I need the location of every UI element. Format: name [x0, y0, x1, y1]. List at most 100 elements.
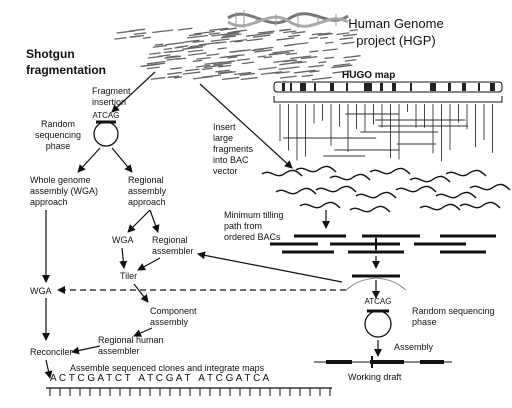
shotgun-fragment	[240, 76, 258, 81]
tiler: Tiler	[120, 271, 137, 281]
shotgun-fragment	[217, 70, 233, 74]
arrow-wga-to-tiler	[119, 247, 128, 269]
shotgun-fragment	[344, 59, 357, 62]
shotgun-fragment	[167, 75, 180, 79]
shotgun-fragment	[239, 72, 256, 76]
shotgun-fragment	[154, 43, 164, 46]
shotgun-fragment	[164, 55, 182, 59]
tiling-path	[270, 234, 496, 254]
shotgun-fragment	[209, 27, 229, 32]
regional-assembler-1: Regional	[152, 235, 188, 245]
shotgun-fragment	[220, 35, 236, 39]
shotgun-label-2: fragmentation	[26, 63, 106, 77]
shotgun-fragment	[331, 64, 353, 69]
shotgun-fragment	[278, 66, 300, 71]
bac-fragment	[315, 185, 357, 193]
sequence-ticks	[49, 388, 331, 396]
working-draft-bars	[314, 356, 452, 368]
bac-fragment	[445, 169, 487, 177]
min-tiling-2: path from	[224, 221, 262, 231]
insert-bac-3: fragments	[213, 144, 254, 154]
shotgun-fragment	[257, 55, 267, 58]
shotgun-fragment	[192, 40, 205, 44]
shotgun-fragment	[325, 41, 334, 44]
shotgun-fragments	[114, 27, 361, 81]
bac-fragment	[469, 183, 511, 191]
shotgun-fragment	[233, 71, 252, 76]
regional-approach-3: approach	[128, 197, 166, 207]
shotgun-fragment	[157, 54, 171, 58]
insert-bac-5: vector	[213, 166, 238, 176]
chromosome-band	[314, 83, 316, 91]
shotgun-fragment	[236, 58, 250, 62]
component-assembly-1: Component	[150, 306, 197, 316]
shotgun-fragment	[246, 33, 260, 37]
bac-fragment	[349, 205, 391, 213]
arrow-reconciler-to-sequence	[44, 359, 53, 379]
shotgun-fragment	[219, 27, 237, 31]
assembly-label: Assembly	[394, 342, 434, 352]
chromosome-band	[290, 83, 292, 91]
arrow-to-regional-assembler	[149, 209, 160, 233]
selected-bac-bracket	[345, 277, 407, 291]
shotgun-fragment	[322, 48, 338, 52]
chromosome-band	[410, 83, 412, 91]
shotgun-fragment	[195, 64, 211, 68]
shotgun-fragment	[187, 49, 204, 53]
shotgun-fragment	[150, 76, 166, 80]
regional-approach-2: assembly	[128, 186, 167, 196]
shotgun-fragment	[276, 37, 295, 41]
bac-fragment	[419, 203, 461, 211]
sequence-letters: A C T C G A T C T A T C G A T A T C G A …	[50, 373, 270, 384]
shotgun-fragment	[184, 68, 200, 72]
shotgun-fragment	[311, 76, 332, 81]
chromosome-band	[380, 83, 383, 91]
shotgun-fragment	[152, 29, 174, 34]
shotgun-fragment	[173, 76, 183, 79]
bac-fragment	[395, 185, 437, 193]
arrow-regional-human-to-reconciler	[71, 345, 101, 355]
arrow-to-regional-approach	[111, 147, 133, 173]
shotgun-fragment	[178, 27, 193, 31]
shotgun-fragment	[188, 33, 202, 37]
dna-helix-image	[227, 10, 349, 28]
shotgun-fragment	[318, 61, 327, 64]
shotgun-fragment	[222, 33, 242, 37]
shotgun-fragment	[221, 76, 240, 81]
chromosome-band	[392, 83, 396, 91]
shotgun-fragment	[290, 55, 312, 60]
shotgun-fragment	[309, 70, 320, 73]
shotgun-fragment	[188, 52, 207, 56]
random-seq-left-2: sequencing	[35, 130, 81, 140]
assemble-label: Assemble sequenced clones and integrate …	[70, 363, 265, 373]
shotgun-fragment	[184, 39, 200, 43]
regional-human-2: assembler	[98, 346, 140, 356]
shotgun-fragment	[259, 32, 274, 35]
shotgun-fragment	[341, 41, 355, 45]
shotgun-fragment	[229, 49, 246, 53]
shotgun-fragment	[324, 56, 334, 60]
shotgun-fragment	[227, 31, 241, 34]
shotgun-fragment	[165, 41, 185, 46]
shotgun-fragment	[275, 71, 290, 75]
chromosome-band	[300, 83, 306, 91]
shotgun-fragment	[252, 34, 271, 38]
shotgun-fragment	[146, 66, 160, 70]
random-seq-left-3: phase	[46, 141, 71, 151]
shotgun-fragment	[165, 55, 179, 58]
bac-fragment	[435, 191, 477, 199]
bac-fragment	[329, 173, 371, 181]
shotgun-fragment	[170, 67, 182, 70]
shotgun-fragment	[272, 49, 295, 54]
arrow-to-bac	[199, 83, 293, 169]
shotgun-fragment	[229, 39, 248, 43]
shotgun-fragment	[301, 74, 313, 78]
shotgun-fragment	[212, 62, 232, 66]
shotgun-fragment	[293, 69, 316, 74]
physical-map	[279, 104, 493, 162]
bac-fragment	[409, 175, 451, 183]
bac-fragment	[355, 191, 397, 199]
title-line-2: project (HGP)	[356, 33, 435, 48]
shotgun-fragment	[285, 52, 298, 56]
shotgun-fragment	[343, 55, 361, 59]
